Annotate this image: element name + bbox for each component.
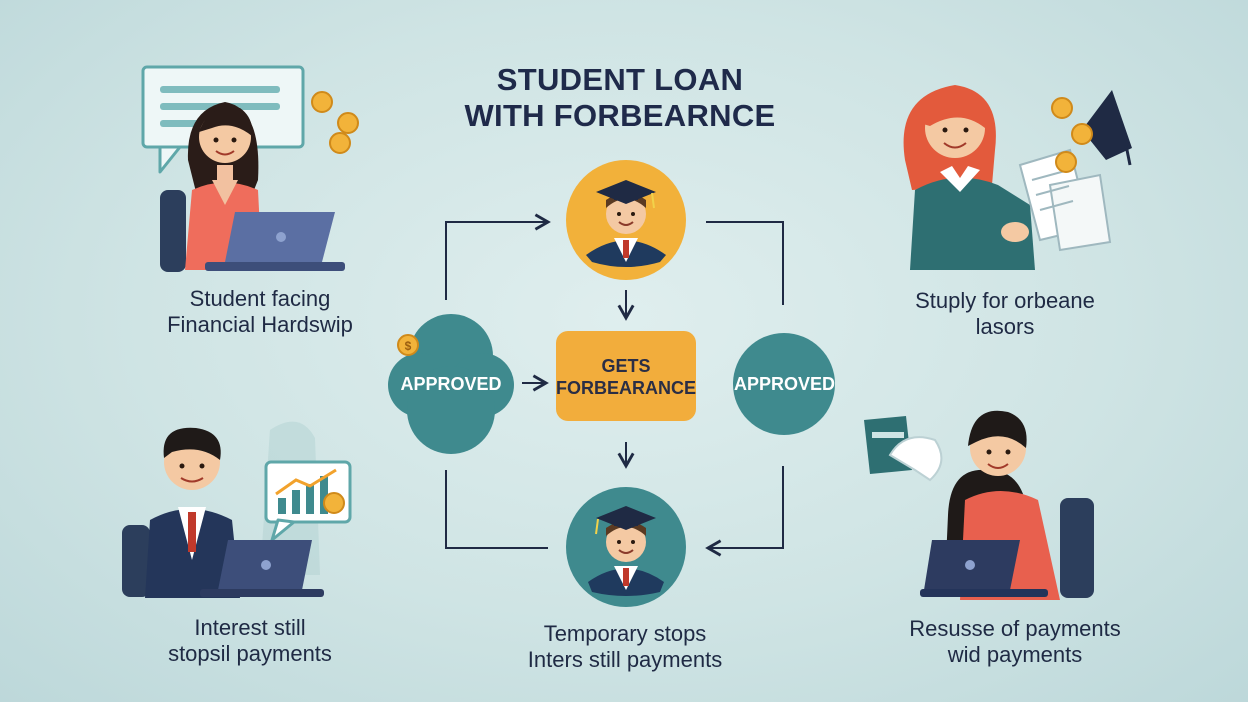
connector-left-to-bottom — [445, 470, 548, 549]
resume-payments-illustration — [864, 410, 1094, 600]
forbearance-box-label: GETS FORBEARANCE — [556, 355, 696, 399]
left-approved-label: APPROVED — [400, 374, 502, 394]
caption-bottom-left-line-2: stopsil payments — [168, 641, 332, 666]
connector-top-to-right — [706, 221, 784, 305]
coin-icon: $ — [397, 334, 419, 356]
coin-icon — [1051, 97, 1093, 173]
diagram-title: STUDENT LOAN WITH FORBEARNCE — [420, 62, 820, 134]
student-hardship-illustration — [141, 65, 345, 272]
caption-top-right: Stuply for orbeane lasors — [880, 288, 1130, 340]
graduate-avatar-top — [566, 160, 686, 280]
graduate-avatar-bottom — [566, 487, 686, 607]
caption-top-left-line-1: Student facing — [189, 286, 331, 311]
forbearance-box-line-1: GETS — [601, 356, 651, 376]
caption-bottom-center: Temporary stops Inters still payments — [500, 621, 750, 673]
caption-bottom-left-line-1: Interest still — [194, 615, 306, 640]
coin-icon — [323, 492, 345, 514]
connector-right-to-bottom — [705, 466, 784, 557]
connector-lines — [445, 213, 784, 557]
caption-bottom-center-line-2: Inters still payments — [527, 647, 723, 672]
right-approved-label: APPROVED — [734, 374, 836, 394]
caption-top-left-line-2: Financial Hardswip — [167, 312, 353, 337]
forbearance-box — [556, 331, 696, 421]
caption-bottom-left: Interest still stopsil payments — [120, 615, 380, 667]
connector-left-to-top — [445, 213, 551, 300]
caption-top-left: Student facing Financial Hardswip — [130, 286, 390, 338]
interest-illustration — [122, 421, 352, 598]
svg-text:$: $ — [405, 339, 412, 353]
caption-bottom-right-line-1: Resusse of payments — [909, 616, 1121, 641]
caption-top-right-line-1: Stuply for orbeane — [915, 288, 1095, 313]
caption-bottom-right: Resusse of payments wid payments — [880, 616, 1150, 668]
title-line-2: WITH FORBEARNCE — [464, 98, 776, 133]
caption-bottom-right-line-2: wid payments — [947, 642, 1083, 667]
caption-top-right-line-2: lasors — [975, 314, 1035, 339]
forbearance-box-line-2: FORBEARANCE — [556, 378, 697, 398]
right-approved-node — [733, 333, 835, 435]
coin-icon — [311, 91, 359, 154]
left-approved-node — [388, 314, 514, 454]
applicant-illustration — [903, 85, 1132, 270]
caption-bottom-center-line-1: Temporary stops — [543, 621, 707, 646]
title-line-1: STUDENT LOAN — [496, 62, 744, 97]
